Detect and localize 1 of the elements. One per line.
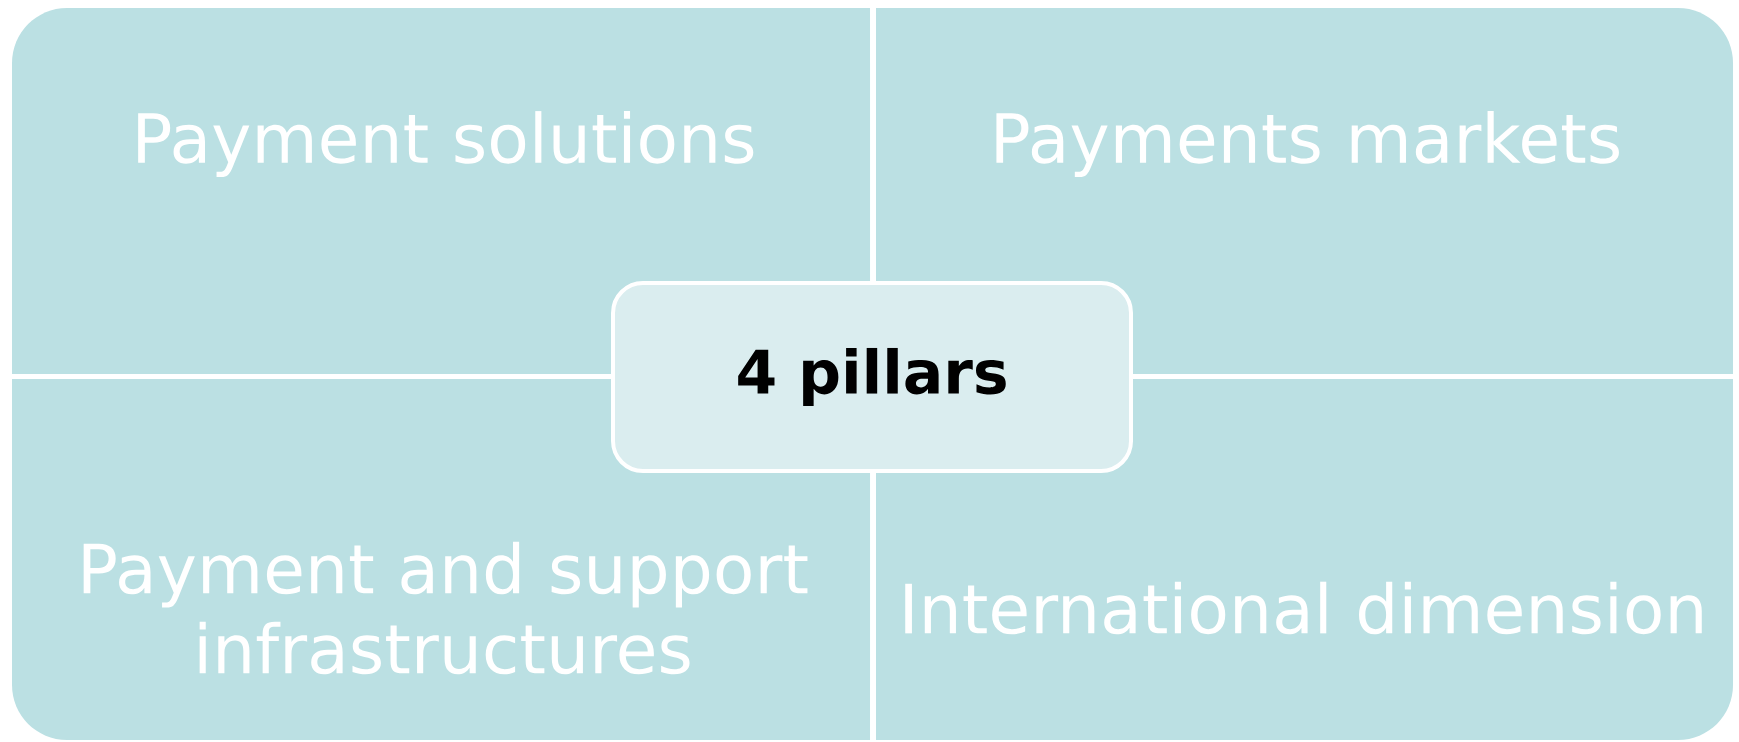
center-box: 4 pillars [611,281,1133,473]
